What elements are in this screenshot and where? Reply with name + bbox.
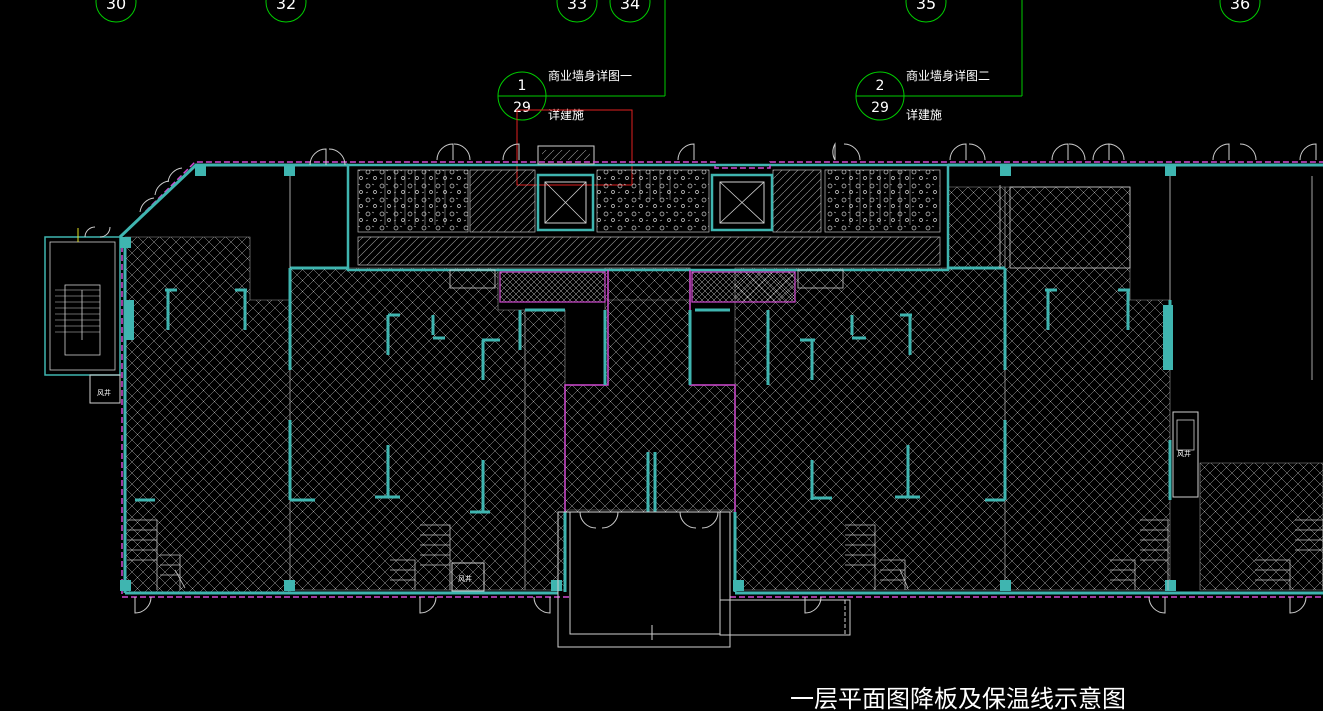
- stair-core-right: [824, 169, 941, 233]
- detail-callout-1: 1 29 商业墙身详图一 详建施: [497, 0, 666, 122]
- grid-axis-bubbles: 30 32 33 34 35 36: [95, 0, 1261, 23]
- svg-text:29: 29: [513, 100, 531, 116]
- shaft-bottom: 风井: [451, 562, 485, 592]
- elevator-right: [710, 173, 774, 232]
- svg-text:30: 30: [106, 0, 126, 13]
- shaft-right: 风井: [1172, 411, 1199, 498]
- entrance-vestibule: [557, 511, 851, 648]
- svg-text:33: 33: [567, 0, 587, 13]
- svg-text:35: 35: [916, 0, 936, 13]
- svg-text:详建施: 详建施: [548, 107, 584, 122]
- detail-callout-2: 2 29 商业墙身详图二 详建施: [855, 0, 1023, 122]
- grid-axis-35: 35: [905, 0, 947, 23]
- svg-text:2: 2: [876, 78, 885, 94]
- grid-axis-36: 36: [1219, 0, 1261, 23]
- svg-text:一层平面图降板及保温线示意图: 一层平面图降板及保温线示意图: [790, 685, 1126, 711]
- svg-text:29: 29: [871, 100, 889, 116]
- core-lower-rooms: [449, 269, 844, 303]
- grid-axis-30: 30: [95, 0, 137, 23]
- svg-text:风井: 风井: [97, 388, 111, 397]
- svg-text:风井: 风井: [458, 574, 472, 583]
- svg-text:34: 34: [620, 0, 640, 13]
- svg-text:商业墙身详图一: 商业墙身详图一: [548, 68, 632, 83]
- grid-axis-32: 32: [265, 0, 307, 23]
- svg-text:商业墙身详图二: 商业墙身详图二: [906, 68, 990, 83]
- svg-text:详建施: 详建施: [906, 107, 942, 122]
- svg-text:1: 1: [518, 78, 527, 94]
- elevator-left: [536, 173, 595, 232]
- room-stairs: [127, 519, 1323, 590]
- secondary-outlines: [289, 176, 1313, 380]
- stair-core-left: [357, 169, 469, 233]
- facade-doors-bottom: [134, 511, 1307, 614]
- building-core: [346, 145, 950, 272]
- grid-axis-34: 34: [609, 0, 651, 23]
- core-corridor: [357, 236, 941, 266]
- detail-highlight-box: [516, 109, 633, 186]
- external-stair-left: [44, 226, 121, 376]
- facade-doors-top: [139, 142, 1317, 213]
- drawing-title: 一层平面图降板及保温线示意图: [790, 685, 1126, 711]
- floor-hatch-areas: [124, 186, 1323, 594]
- svg-text:36: 36: [1230, 0, 1250, 13]
- svg-text:风井: 风井: [1177, 449, 1191, 458]
- shaft-left: 风井: [89, 374, 121, 404]
- grid-axis-33: 33: [556, 0, 598, 23]
- columns: [120, 165, 1176, 591]
- svg-text:32: 32: [276, 0, 296, 13]
